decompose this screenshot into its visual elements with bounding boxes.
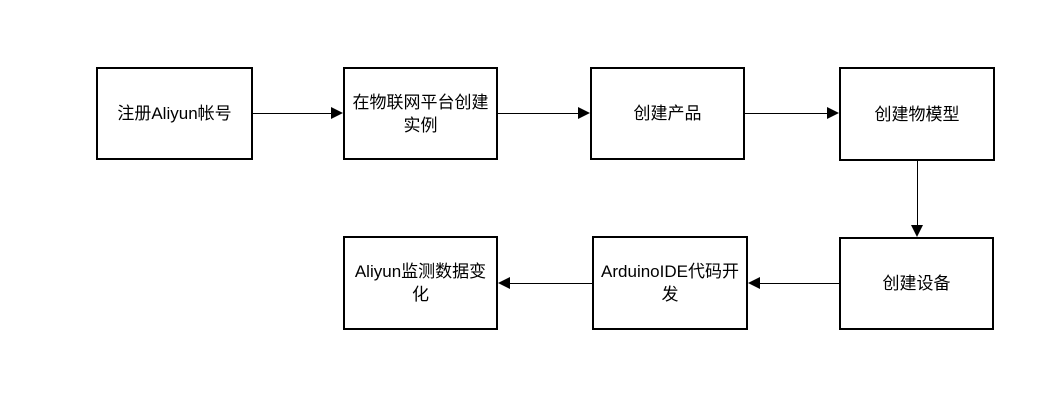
arrowhead-right-icon [331,107,343,119]
node-arduino-ide-dev-label: ArduinoIDE代码开 发 [601,262,739,304]
node-create-thing-model: 创建物模型 [839,67,995,161]
arrowhead-left-icon [748,277,760,289]
arrowhead-right-icon [578,107,590,119]
arrow-line [509,282,592,284]
arrow-line [745,112,828,114]
arrow-line [253,112,332,114]
arrow-thing-model-to-device [911,161,923,237]
node-create-instance: 在物联网平台创建 实例 [343,67,498,160]
node-aliyun-monitor: Aliyun监测数据变 化 [343,236,498,330]
arrowhead-right-icon [827,107,839,119]
arrow-arduino-to-monitor [498,277,592,289]
node-create-device-label: 创建设备 [882,274,951,293]
arrowhead-down-icon [911,225,923,237]
node-create-product-label: 创建产品 [633,104,702,123]
node-register-aliyun-label: 注册Aliyun帐号 [117,104,232,123]
arrow-line [916,161,918,226]
node-create-instance-label: 在物联网平台创建 实例 [352,92,489,135]
node-aliyun-monitor-label: Aliyun监测数据变 化 [354,262,487,304]
arrow-line [759,282,839,284]
arrow-device-to-arduino [748,277,839,289]
node-create-thing-model-label: 创建物模型 [874,104,960,124]
arrow-instance-to-product [498,107,590,119]
node-arduino-ide-dev: ArduinoIDE代码开 发 [592,236,748,330]
node-create-device: 创建设备 [839,237,994,330]
arrow-product-to-thing-model [745,107,839,119]
arrowhead-left-icon [498,277,510,289]
arrow-register-to-instance [253,107,343,119]
arrow-line [498,112,579,114]
node-create-product: 创建产品 [590,67,745,160]
node-register-aliyun: 注册Aliyun帐号 [96,67,253,160]
